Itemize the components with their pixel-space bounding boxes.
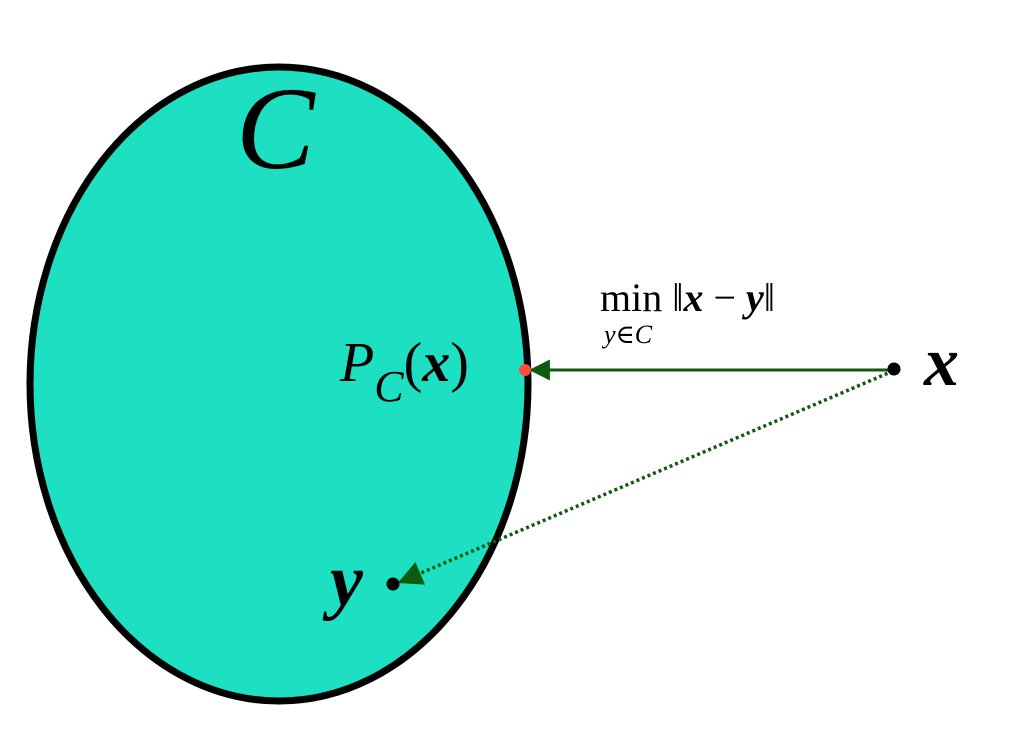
- norm-close: ‖: [763, 275, 776, 320]
- projection-subscript: C: [374, 362, 404, 411]
- objective-subscript: y∈C: [604, 320, 653, 349]
- projection-label: PC(x): [340, 332, 469, 409]
- point-x-dot: [887, 362, 901, 376]
- objective-minus: −: [703, 275, 747, 320]
- set-label: C: [236, 63, 315, 194]
- projection-argument: x: [422, 332, 451, 394]
- objective-expression: min ‖x − y‖: [600, 278, 775, 318]
- objective-y: y: [746, 275, 764, 320]
- point-x-label: x: [924, 324, 959, 401]
- point-y-dot: [386, 577, 400, 591]
- projection-operator: P: [340, 332, 375, 394]
- projection-open-paren: (: [403, 332, 423, 394]
- min-operator: min: [600, 275, 663, 320]
- projection-close-paren: ): [450, 332, 469, 394]
- point-y-label: y: [330, 540, 363, 622]
- convex-set-region: [26, 63, 532, 705]
- objective-x: x: [683, 275, 704, 320]
- projection-point-marker: [519, 364, 531, 376]
- dotted-arrow-to-y: [397, 369, 894, 585]
- norm-open: ‖: [672, 275, 684, 320]
